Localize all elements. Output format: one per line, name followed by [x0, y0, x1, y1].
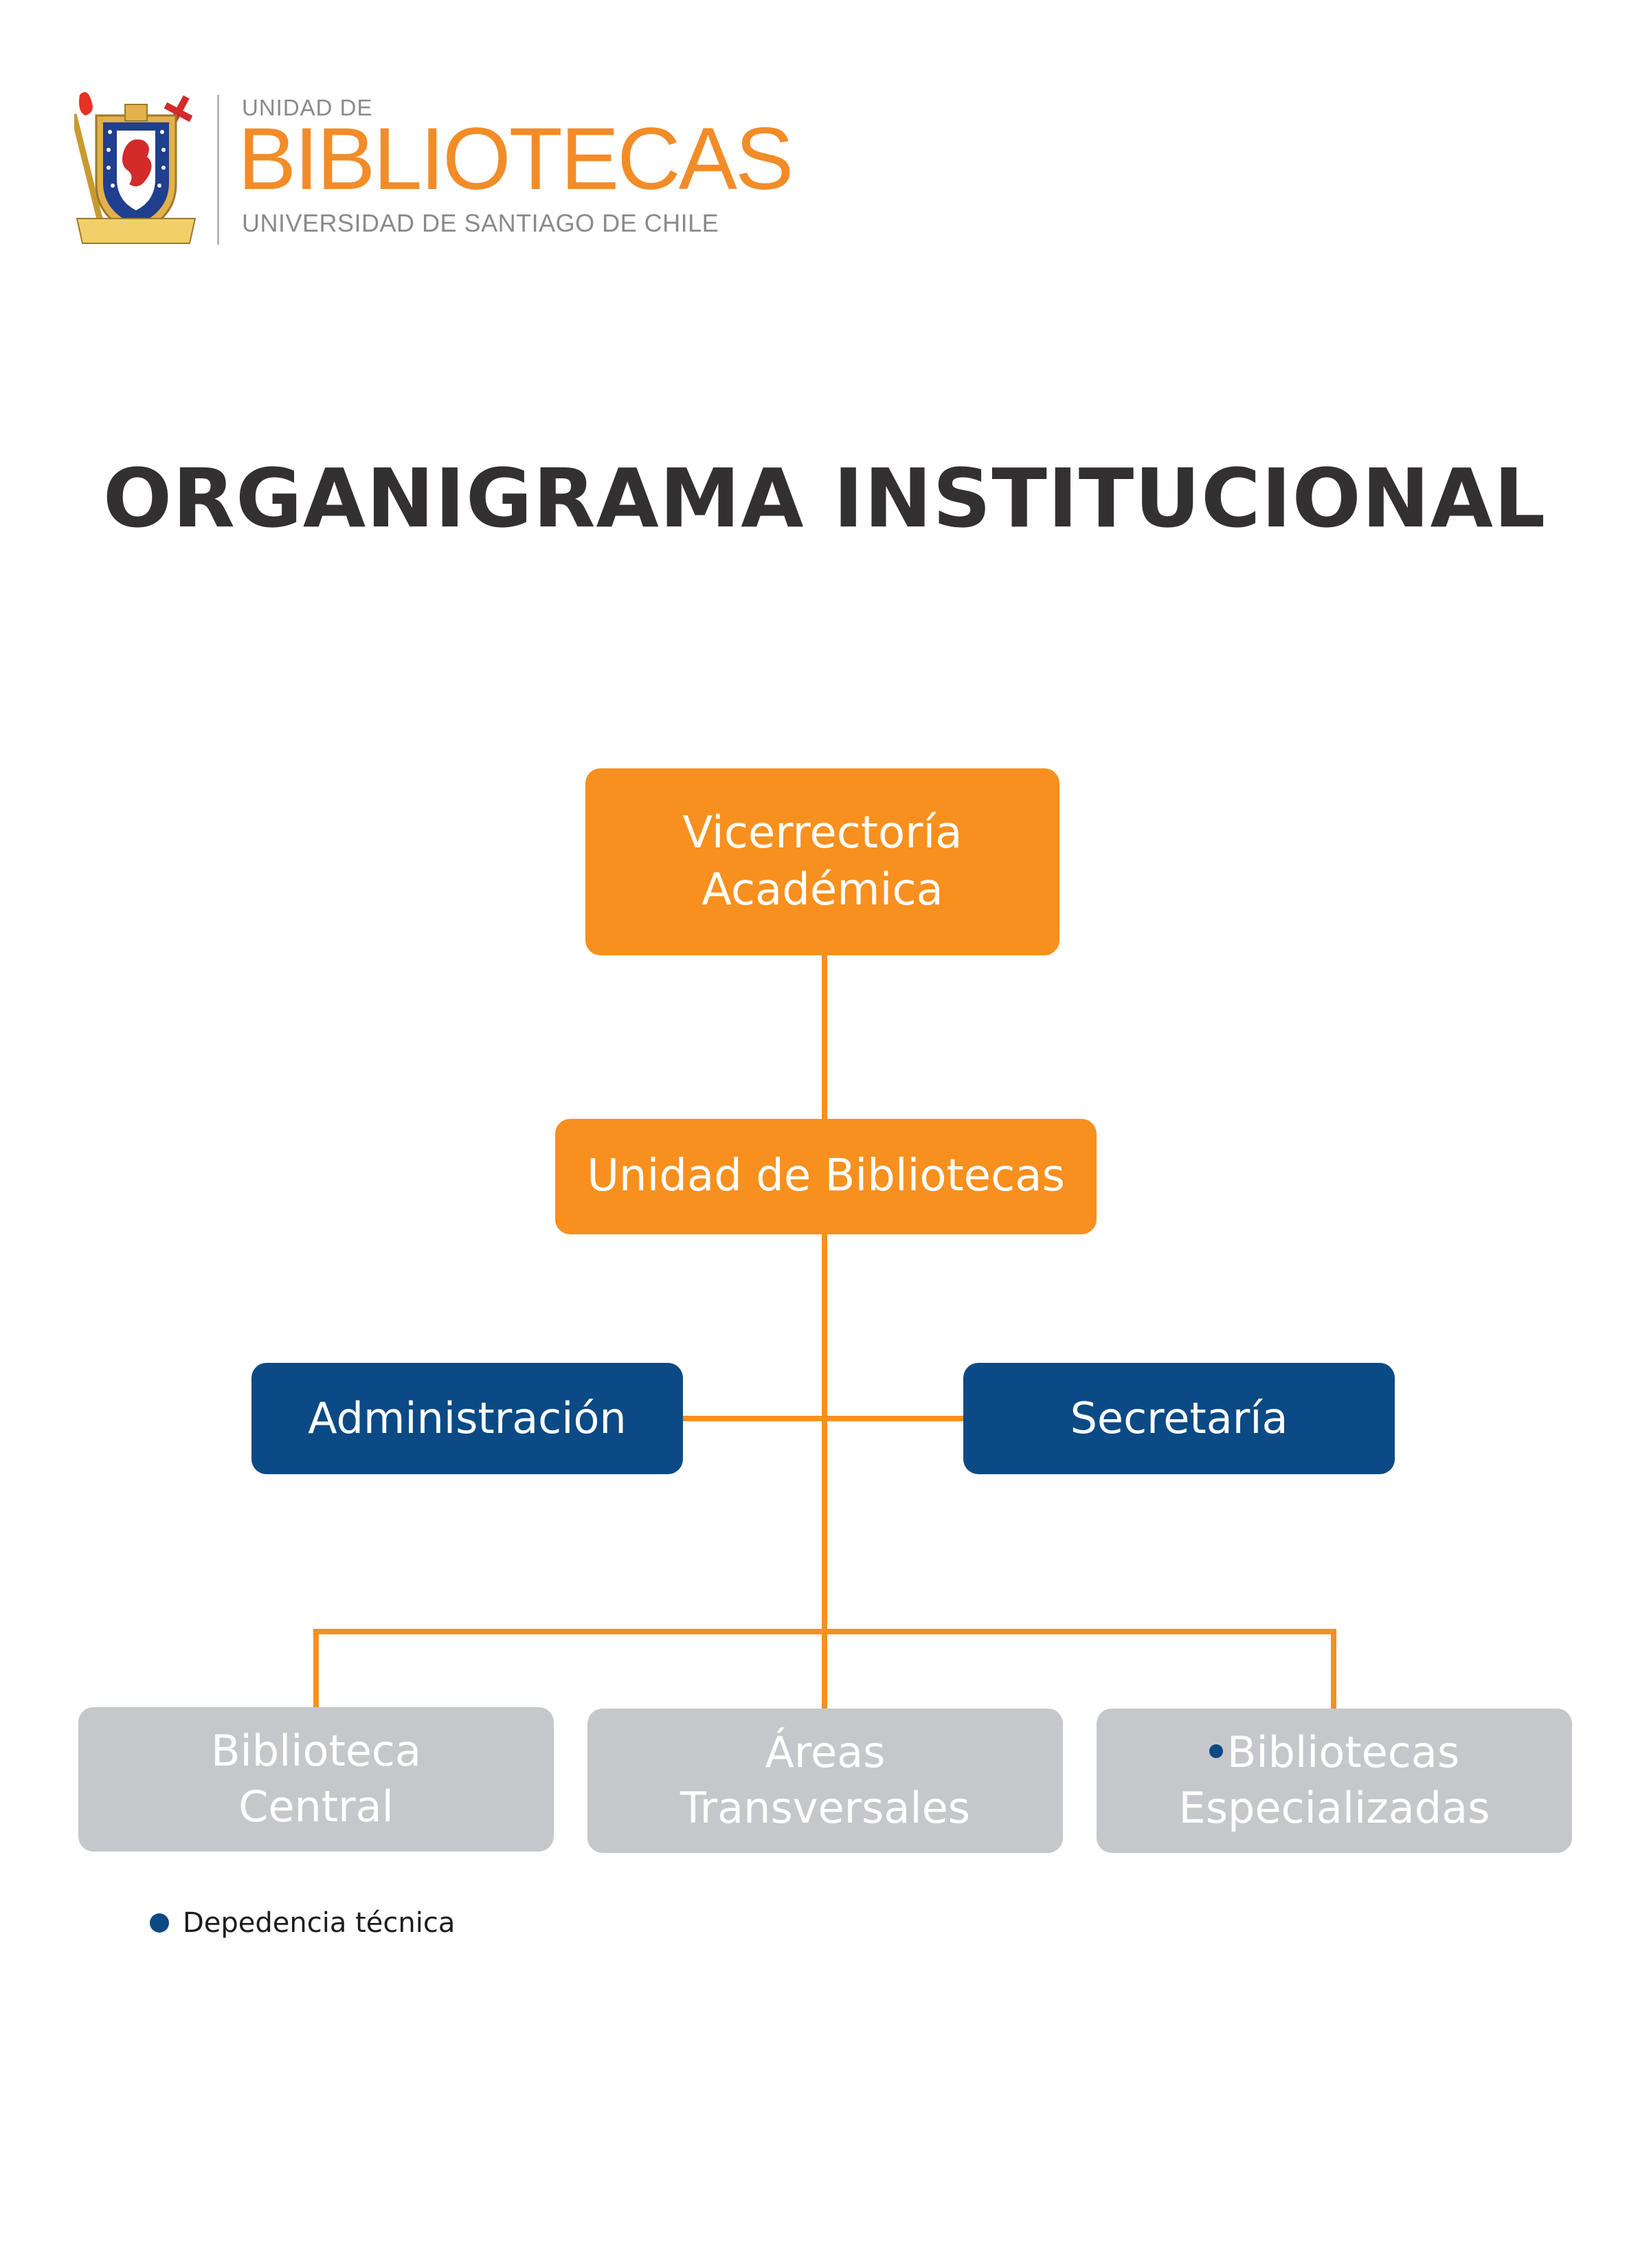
node-areas-line2: Transversales: [680, 1783, 971, 1833]
node-especializadas-line2: Especializadas: [1178, 1783, 1490, 1833]
node-secretaria-label: Secretaría: [1070, 1392, 1288, 1443]
node-vicerrectoria-line1: Vicerrectoría: [682, 807, 963, 858]
university-crest-icon: [74, 92, 197, 244]
page-title: ORGANIGRAMA INSTITUCIONAL: [102, 451, 1547, 546]
legend-label: Depedencia técnica: [183, 1907, 456, 1939]
node-biblioteca-central: Biblioteca Central: [78, 1707, 554, 1852]
node-areas-line1: Áreas: [765, 1727, 886, 1778]
brand-name: BIBLIOTECAS: [238, 110, 794, 208]
node-especializadas-line1: Bibliotecas: [1226, 1727, 1460, 1778]
node-administracion: Administración: [251, 1363, 683, 1474]
node-especializadas-line1-wrap: Bibliotecas: [1209, 1725, 1459, 1781]
node-vicerrectoria: Vicerrectoría Académica: [585, 768, 1059, 955]
node-vicerrectoria-line2: Académica: [702, 865, 943, 915]
node-secretaria: Secretaría: [963, 1363, 1395, 1474]
header-divider: [217, 95, 219, 245]
node-biblioteca-central-line2: Central: [238, 1781, 394, 1832]
node-unidad-label: Unidad de Bibliotecas: [587, 1150, 1065, 1202]
connector-branches: [313, 1629, 1336, 1711]
legend: Depedencia técnica: [150, 1902, 455, 1944]
technical-dependency-bullet-icon: [1209, 1744, 1223, 1759]
header: UNIDAD DE BIBLIOTECAS UNIVERSIDAD DE SAN…: [74, 88, 794, 253]
node-bibliotecas-especializadas: Bibliotecas Especializadas: [1097, 1709, 1572, 1853]
brand-subtitle: UNIDAD DE: [242, 95, 373, 120]
brand-university: UNIVERSIDAD DE SANTIAGO DE CHILE: [242, 209, 719, 237]
node-administracion-label: Administración: [308, 1392, 627, 1443]
node-unidad-bibliotecas: Unidad de Bibliotecas: [555, 1119, 1097, 1234]
node-biblioteca-central-line1: Biblioteca: [210, 1726, 422, 1777]
node-areas-transversales: Áreas Transversales: [587, 1709, 1063, 1853]
legend-dot-icon: [150, 1913, 169, 1933]
